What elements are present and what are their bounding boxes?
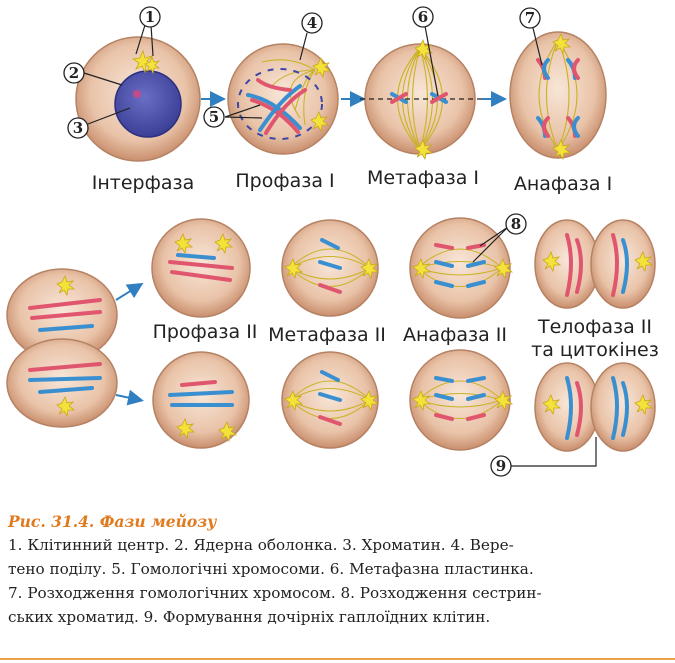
figure-caption: Рис. 31.4. Фази мейозу 1. Клітинний цент… <box>8 512 668 629</box>
cell-metaphase-2-lower <box>282 352 378 448</box>
marker-1: 1 <box>140 7 160 27</box>
label-anaphase-1: Анафаза I <box>514 173 612 195</box>
cell-metaphase-2-upper <box>282 220 378 316</box>
cell-anaphase-2-upper <box>410 218 512 318</box>
marker-5: 5 <box>204 107 224 127</box>
caption-title: Рис. 31.4. Фази мейозу <box>8 512 668 531</box>
cell-prophase-2-upper <box>152 219 250 317</box>
cell-telophase-1 <box>7 269 117 427</box>
marker-7: 7 <box>520 8 540 28</box>
svg-text:5: 5 <box>209 108 219 126</box>
caption-line: 1. Клітинний центр. 2. Ядерна оболонка. … <box>8 536 514 554</box>
svg-text:4: 4 <box>307 14 317 32</box>
svg-text:8: 8 <box>511 215 521 233</box>
label-metaphase-2: Метафаза II <box>268 324 386 346</box>
meiosis-diagram: Інтерфаза Профаза I Метафаза I Анафаза I <box>0 0 675 520</box>
label-anaphase-2: Анафаза II <box>403 324 507 346</box>
marker-9: 9 <box>491 456 511 476</box>
cell-prophase-1 <box>228 44 338 154</box>
caption-line: ських хроматид. 9. Формування дочірніх г… <box>8 608 490 626</box>
cell-anaphase-1 <box>510 32 606 159</box>
marker-8: 8 <box>506 214 526 234</box>
caption-line: 7. Розходження гомологічних хромосом. 8.… <box>8 584 542 602</box>
cell-telophase-2-lower <box>535 363 655 451</box>
caption-body: 1. Клітинний центр. 2. Ядерна оболонка. … <box>8 533 668 629</box>
label-interphase: Інтерфаза <box>92 172 194 194</box>
label-prophase-1: Профаза I <box>235 170 334 192</box>
cell-telophase-2-upper <box>535 220 655 308</box>
marker-6: 6 <box>413 7 433 27</box>
svg-text:1: 1 <box>145 8 155 26</box>
svg-text:6: 6 <box>418 8 428 26</box>
marker-2: 2 <box>64 63 84 83</box>
cell-interphase <box>76 37 200 161</box>
nucleus <box>115 71 181 137</box>
label-metaphase-1: Метафаза I <box>367 167 479 189</box>
label-prophase-2: Профаза II <box>153 321 258 343</box>
label-cytokinesis: та цитокінез <box>531 339 659 361</box>
bottom-rule <box>0 658 675 660</box>
svg-text:2: 2 <box>69 64 79 82</box>
marker-4: 4 <box>302 13 322 33</box>
svg-text:7: 7 <box>525 9 535 27</box>
marker-3: 3 <box>68 118 88 138</box>
label-telophase-2: Телофаза II <box>537 316 652 338</box>
cell-prophase-2-lower <box>153 352 249 448</box>
svg-text:9: 9 <box>496 457 506 475</box>
cell-anaphase-2-lower <box>410 350 512 450</box>
svg-text:3: 3 <box>73 119 83 137</box>
caption-line: тено поділу. 5. Гомологічні хромосоми. 6… <box>8 560 534 578</box>
cell-metaphase-1 <box>360 40 482 159</box>
